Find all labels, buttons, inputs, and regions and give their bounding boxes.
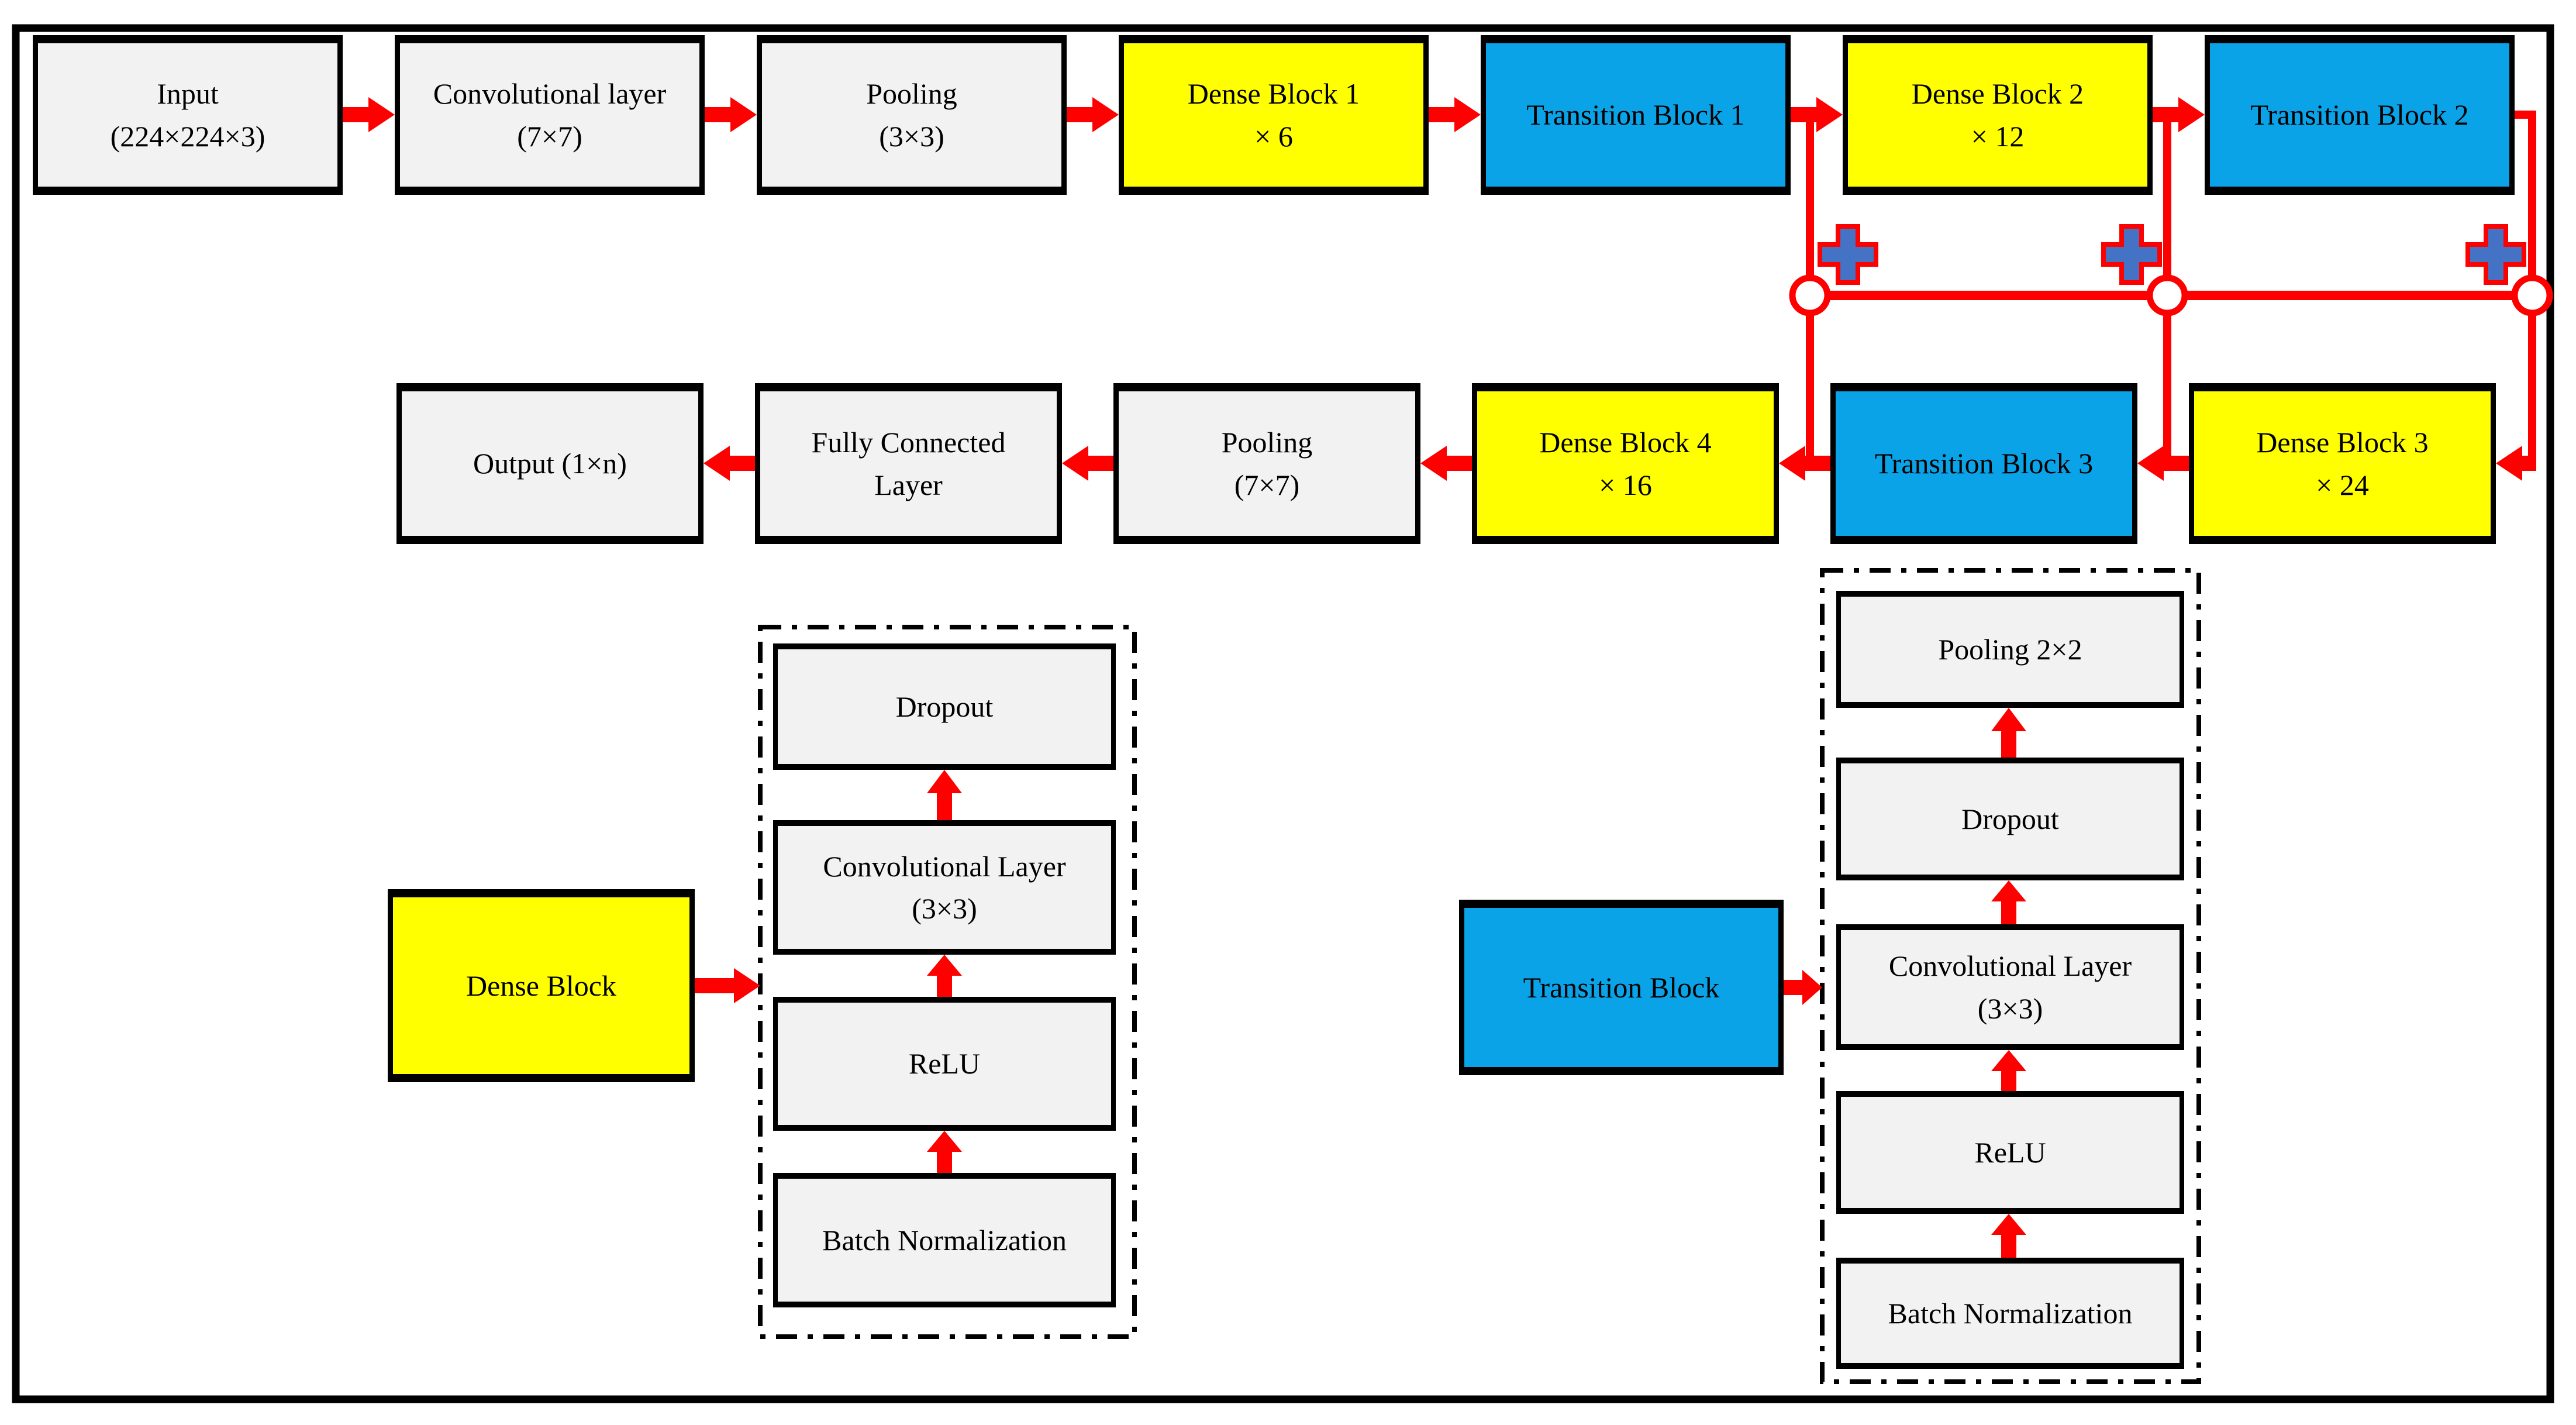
block-label: Dense Block <box>466 969 616 1002</box>
concat-plus-icon <box>1818 224 1878 285</box>
block-label: Convolutional layer <box>433 77 667 110</box>
block-label: ReLU <box>1974 1135 2046 1169</box>
flow-arrow-right-icon <box>1791 97 1843 132</box>
block-dense-block-4: Dense Block 4 × 16 <box>1472 383 1779 544</box>
transition-detail-dropout: Dropout <box>1836 758 2184 880</box>
block-label: Dropout <box>1961 802 2059 835</box>
block-pooling-3x3: Pooling (3×3) <box>757 35 1067 195</box>
block-label: Transition Block <box>1523 970 1720 1004</box>
block-sublabel: (224×224×3) <box>110 119 265 153</box>
flow-arrow-up-icon <box>927 1131 962 1173</box>
block-label: Pooling 2×2 <box>1938 632 2082 666</box>
block-sublabel: (3×3) <box>1977 992 2043 1025</box>
flow-arrow-right-icon <box>1067 97 1119 132</box>
skip-line-transition2 <box>2515 111 2536 460</box>
block-pooling-7x7: Pooling (7×7) <box>1113 383 1420 544</box>
block-label: Pooling <box>1221 426 1313 459</box>
block-label: Convolutional Layer <box>823 849 1066 883</box>
block-input: Input (224×224×3) <box>33 35 343 195</box>
block-label: Transition Block 1 <box>1526 98 1745 132</box>
dense-detail-relu: ReLU <box>773 997 1116 1131</box>
block-label: Convolutional Layer <box>1888 949 2132 982</box>
flow-arrow-up-icon <box>1991 1214 2026 1258</box>
flow-arrow-left-icon <box>2137 446 2189 481</box>
block-label: ReLU <box>908 1047 981 1080</box>
block-label: Dense Block 3 <box>2256 426 2429 459</box>
concat-plus-icon <box>2465 224 2526 285</box>
legend-dense-block: Dense Block <box>388 889 695 1082</box>
flow-arrow-right-icon <box>2153 97 2205 132</box>
block-sublabel: × 24 <box>2316 468 2369 501</box>
flow-arrow-left-icon <box>1062 446 1113 481</box>
transition-detail-pooling-2x2: Pooling 2×2 <box>1836 591 2184 708</box>
block-label: Batch Normalization <box>1888 1296 2133 1330</box>
block-label: Batch Normalization <box>822 1223 1067 1257</box>
flow-arrow-up-icon <box>927 955 962 997</box>
concat-plus-icon <box>2101 224 2162 285</box>
flow-arrow-right-icon <box>1429 97 1481 132</box>
block-output: Output (1×n) <box>396 383 704 544</box>
block-fully-connected: Fully Connected Layer <box>755 383 1062 544</box>
block-label: Dense Block 4 <box>1539 426 1712 459</box>
block-label: Transition Block 3 <box>1874 447 2094 480</box>
block-transition-block-1: Transition Block 1 <box>1481 35 1791 195</box>
flow-arrow-left-icon <box>1420 446 1472 481</box>
block-conv-7x7: Convolutional layer (7×7) <box>395 35 705 195</box>
block-label: Input <box>157 77 219 110</box>
block-dense-block-2: Dense Block 2 × 12 <box>1843 35 2153 195</box>
flow-arrow-right-icon <box>1784 970 1822 1005</box>
dense-detail-batch-normalization: Batch Normalization <box>773 1173 1116 1307</box>
block-label: Dropout <box>895 690 994 723</box>
block-sublabel: × 16 <box>1599 468 1652 501</box>
flow-arrow-up-icon <box>1991 1050 2026 1091</box>
transition-detail-relu: ReLU <box>1836 1091 2184 1214</box>
concat-junction-circle <box>2146 274 2188 316</box>
block-label: Dense Block 2 <box>1911 77 2084 110</box>
block-label: Dense Block 1 <box>1187 77 1360 110</box>
block-label: Transition Block 2 <box>2250 98 2469 132</box>
concat-junction-circle <box>1789 274 1831 316</box>
block-sublabel: × 6 <box>1254 119 1293 153</box>
flow-arrow-left-icon <box>704 446 755 481</box>
flow-arrow-up-icon <box>927 770 962 820</box>
flow-arrow-right-icon <box>705 97 757 132</box>
block-transition-block-2: Transition Block 2 <box>2205 35 2515 195</box>
legend-transition-block: Transition Block <box>1459 900 1784 1075</box>
block-sublabel: (3×3) <box>879 119 944 153</box>
block-dense-block-1: Dense Block 1 × 6 <box>1119 35 1429 195</box>
block-label: Pooling <box>866 77 957 110</box>
concat-junction-circle <box>2511 274 2553 316</box>
transition-detail-conv-3x3: Convolutional Layer (3×3) <box>1836 924 2184 1050</box>
merge-markers <box>1818 224 2526 285</box>
block-sublabel: (7×7) <box>517 119 582 153</box>
dense-detail-dropout: Dropout <box>773 643 1116 770</box>
block-sublabel: (7×7) <box>1234 468 1300 501</box>
block-transition-block-3: Transition Block 3 <box>1830 383 2137 544</box>
flow-arrow-left-icon <box>1779 446 1830 481</box>
flow-arrow-left-icon <box>2496 446 2536 481</box>
block-dense-block-3: Dense Block 3 × 24 <box>2189 383 2496 544</box>
block-sublabel: × 12 <box>1971 119 2025 153</box>
block-sublabel: (3×3) <box>912 892 977 925</box>
block-label: Fully Connected <box>811 426 1006 459</box>
transition-detail-batch-normalization: Batch Normalization <box>1836 1258 2184 1369</box>
block-sublabel: Layer <box>874 468 943 501</box>
junctions <box>1789 274 2553 316</box>
dense-detail-conv-3x3: Convolutional Layer (3×3) <box>773 820 1116 955</box>
flow-arrow-right-icon <box>695 968 760 1003</box>
flow-arrow-up-icon <box>1991 880 2026 924</box>
flow-arrow-right-icon <box>343 97 395 132</box>
flow-arrow-up-icon <box>1991 708 2026 758</box>
block-label: Output (1×n) <box>473 447 627 480</box>
